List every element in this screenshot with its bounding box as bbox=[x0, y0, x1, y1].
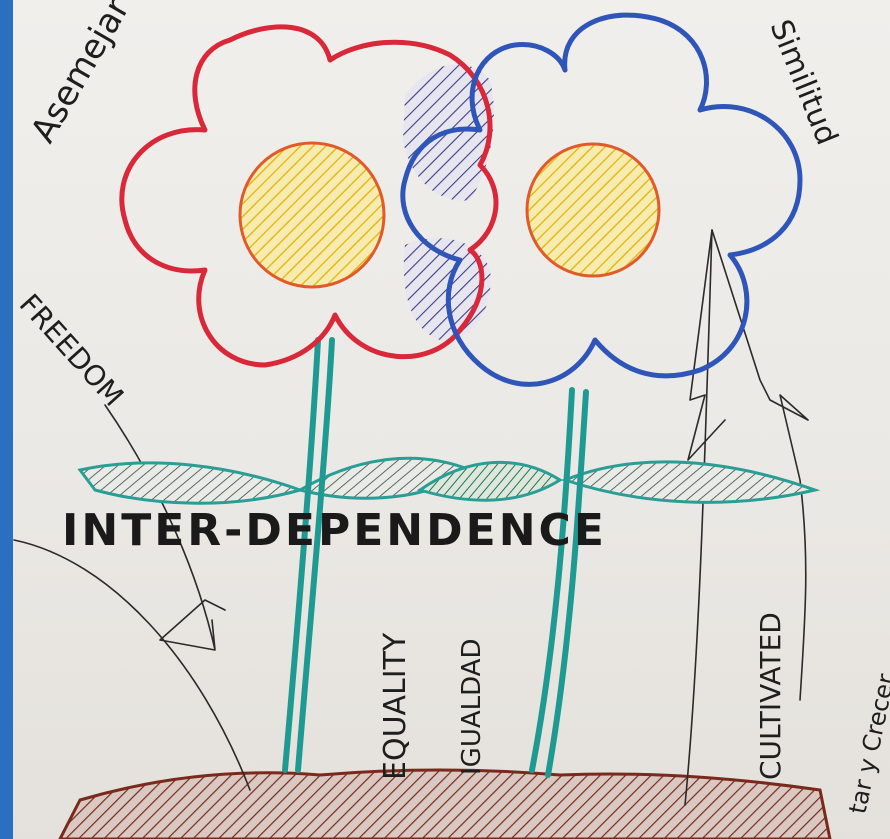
red-flower-center bbox=[238, 141, 386, 289]
label-equality: EQUALITY bbox=[378, 632, 413, 780]
leaf-mid bbox=[416, 460, 563, 502]
label-cultivated: CULTIVATED bbox=[754, 612, 787, 780]
cultivated-arrow-head bbox=[711, 229, 809, 701]
blue-flower-stem bbox=[529, 387, 589, 778]
label-similitud: Similitud bbox=[763, 15, 845, 150]
leaf-right bbox=[560, 460, 821, 504]
blue-flower-petals bbox=[400, 12, 803, 387]
cultivated-arrow bbox=[684, 229, 726, 806]
left-arc bbox=[13, 539, 251, 791]
label-asemejar: Asemejar bbox=[23, 0, 138, 149]
label-interdependence: INTER-DEPENDENCE bbox=[62, 505, 607, 556]
leaf-left bbox=[77, 461, 305, 505]
red-flower-petals bbox=[119, 24, 499, 368]
soil-ground bbox=[58, 768, 832, 839]
label-freedom: FREEDOM bbox=[13, 288, 130, 413]
blue-frame-edge bbox=[0, 0, 13, 839]
label-igualdad: IGUALDAD bbox=[457, 639, 487, 776]
blue-flower-center bbox=[525, 142, 661, 278]
red-flower-stem bbox=[282, 337, 335, 773]
label-right-edge: tar y Crecer bbox=[843, 671, 890, 816]
freedom-arrow bbox=[104, 404, 226, 651]
